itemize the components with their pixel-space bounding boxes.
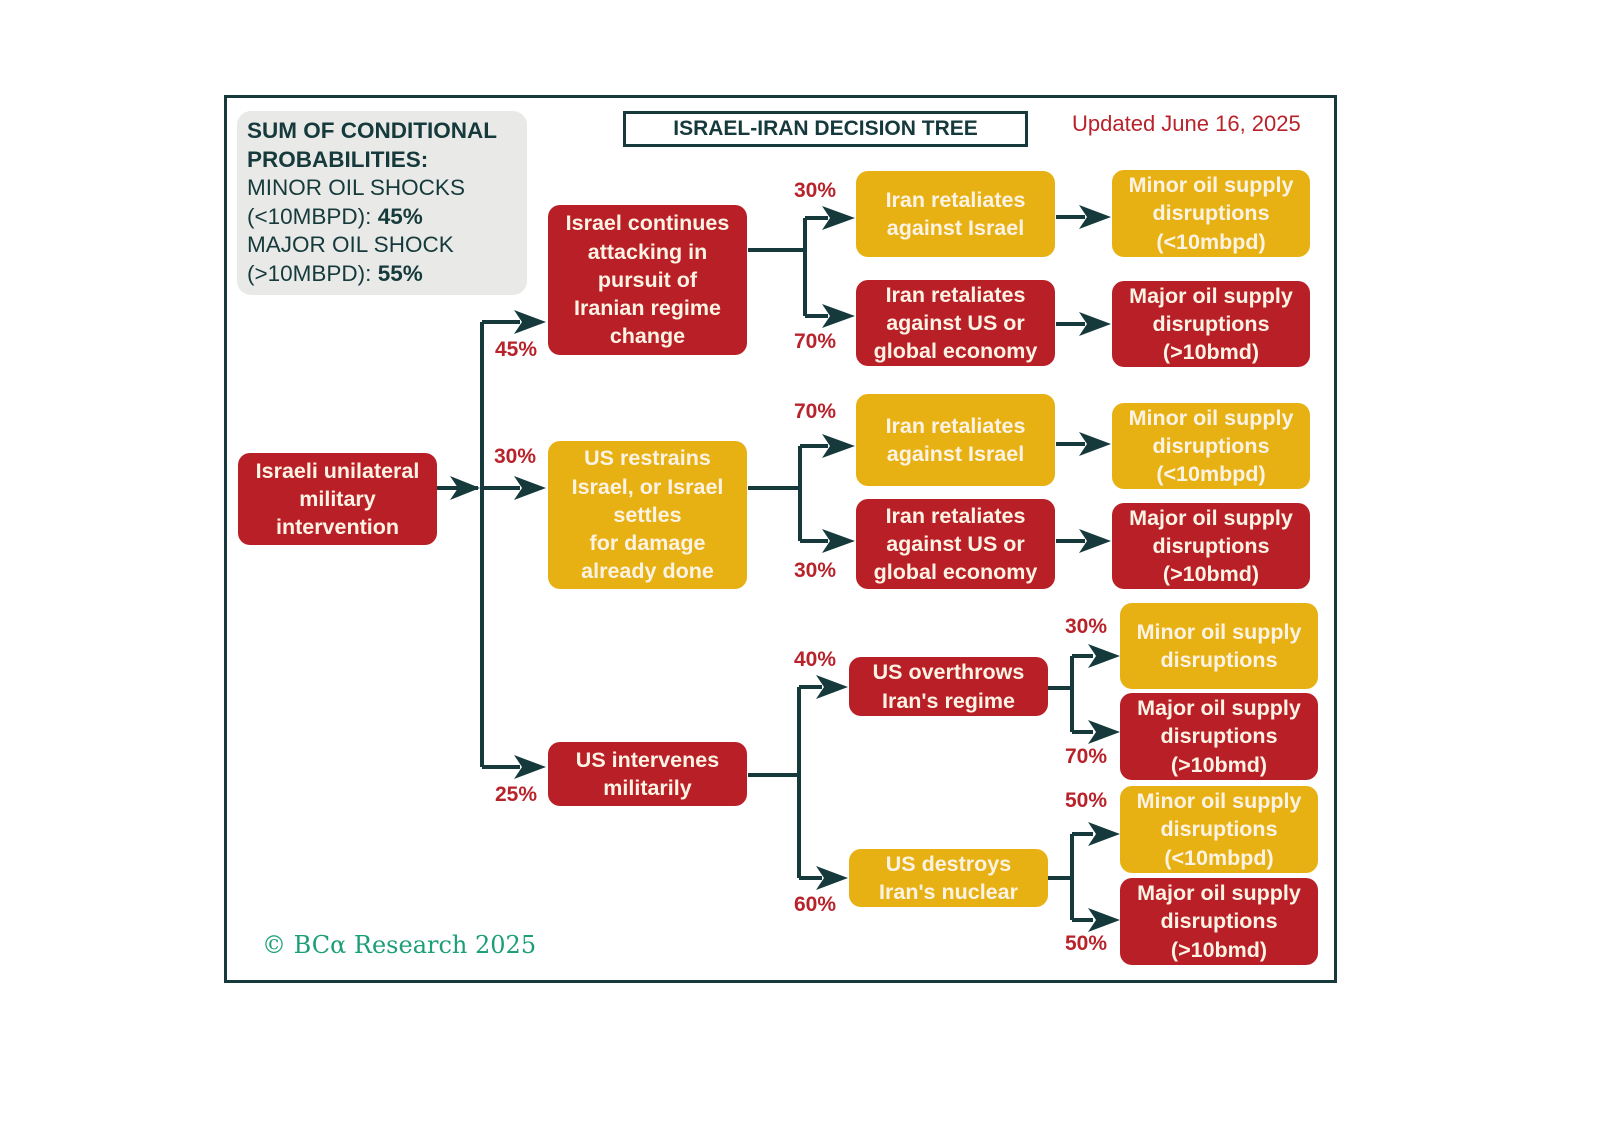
prob-c2b: 50% — [1065, 932, 1108, 955]
arrow-root-icon — [450, 476, 480, 500]
edge-c2-split — [1048, 832, 1093, 922]
summary-heading: SUM OF CONDITIONAL PROBABILITIES: — [247, 118, 497, 172]
prob-c1a: 30% — [1065, 615, 1108, 638]
prob-c2: 60% — [794, 893, 837, 916]
copyright-logo: © BCα Research 2025 — [262, 931, 537, 959]
arrow-a2o-icon — [1079, 312, 1111, 336]
summary-major: MAJOR OIL SHOCK (>10MBPD): 55% — [247, 231, 517, 288]
node-a-major-oil: Major oil supply disruptions (>10bmd) — [1112, 281, 1310, 367]
arrow-c1-icon — [816, 675, 848, 699]
summary-major-value: 55% — [377, 260, 423, 286]
arrow-c1b-icon — [1088, 720, 1120, 744]
arrow-b1o-icon — [1079, 432, 1111, 456]
summary-minor-value: 45% — [377, 203, 423, 229]
arrow-c2-icon — [816, 866, 848, 890]
node-root: Israeli unilateral military intervention — [238, 453, 437, 545]
node-c1-major-oil: Major oil supply disruptions (>10bmd) — [1120, 693, 1318, 780]
arrow-a2-icon — [822, 304, 855, 328]
summary-major-label: MAJOR OIL SHOCK (>10MBPD): — [247, 232, 454, 286]
edge-c-split — [748, 685, 822, 880]
node-c2-minor-oil: Minor oil supply disruptions (<10mbpd) — [1120, 786, 1318, 873]
prob-a: 45% — [495, 338, 538, 361]
arrow-a-icon — [514, 310, 546, 334]
node-us-overthrows: US overthrows Iran's regime — [849, 657, 1048, 716]
arrow-b2-icon — [822, 529, 855, 553]
node-us-intervenes: US intervenes militarily — [548, 742, 747, 806]
summary-minor: MINOR OIL SHOCKS (<10MBPD): 45% — [247, 174, 517, 231]
node-b-iran-retaliates-us: Iran retaliates against US or global eco… — [856, 499, 1055, 589]
prob-c2a: 50% — [1065, 789, 1108, 812]
node-a-iran-retaliates-israel: Iran retaliates against Israel — [856, 171, 1055, 257]
arrow-b1-icon — [822, 434, 855, 458]
edge-a-split — [748, 216, 828, 318]
prob-a2: 70% — [794, 330, 837, 353]
arrow-b2o-icon — [1079, 529, 1111, 553]
arrow-a1o-icon — [1079, 205, 1111, 229]
arrow-b-icon — [514, 476, 546, 500]
arrow-c2a-icon — [1088, 822, 1120, 846]
page-title: ISRAEL-IRAN DECISION TREE — [623, 111, 1028, 147]
node-us-restrains: US restrains Israel, or Israel settles f… — [548, 441, 747, 589]
prob-b1: 70% — [794, 400, 837, 423]
updated-date: Updated June 16, 2025 — [1072, 111, 1301, 136]
prob-a1: 30% — [794, 179, 837, 202]
node-a-iran-retaliates-us: Iran retaliates against US or global eco… — [856, 280, 1055, 366]
prob-b2: 30% — [794, 559, 837, 582]
node-b-iran-retaliates-israel: Iran retaliates against Israel — [856, 394, 1055, 486]
arrow-c2b-icon — [1088, 908, 1120, 932]
node-b-minor-oil: Minor oil supply disruptions (<10mbpd) — [1112, 403, 1310, 489]
prob-c1: 40% — [794, 648, 837, 671]
prob-b: 30% — [494, 445, 537, 468]
node-a-minor-oil: Minor oil supply disruptions (<10mbpd) — [1112, 170, 1310, 257]
edge-b-split — [748, 444, 828, 543]
arrow-a1-icon — [822, 206, 855, 230]
node-us-destroys-nuclear: US destroys Iran's nuclear — [849, 849, 1048, 907]
node-b-major-oil: Major oil supply disruptions (>10bmd) — [1112, 503, 1310, 589]
node-c2-major-oil: Major oil supply disruptions (>10bmd) — [1120, 878, 1318, 965]
arrow-c1a-icon — [1088, 644, 1120, 668]
summary-box: SUM OF CONDITIONAL PROBABILITIES: MINOR … — [237, 111, 527, 295]
arrow-c-icon — [514, 755, 546, 779]
prob-c1b: 70% — [1065, 745, 1108, 768]
node-c1-minor-oil: Minor oil supply disruptions — [1120, 603, 1318, 689]
edge-c1-split — [1048, 654, 1093, 734]
prob-c: 25% — [495, 783, 538, 806]
summary-minor-label: MINOR OIL SHOCKS (<10MBPD): — [247, 175, 465, 229]
node-israel-continues: Israel continues attacking in pursuit of… — [548, 205, 747, 355]
